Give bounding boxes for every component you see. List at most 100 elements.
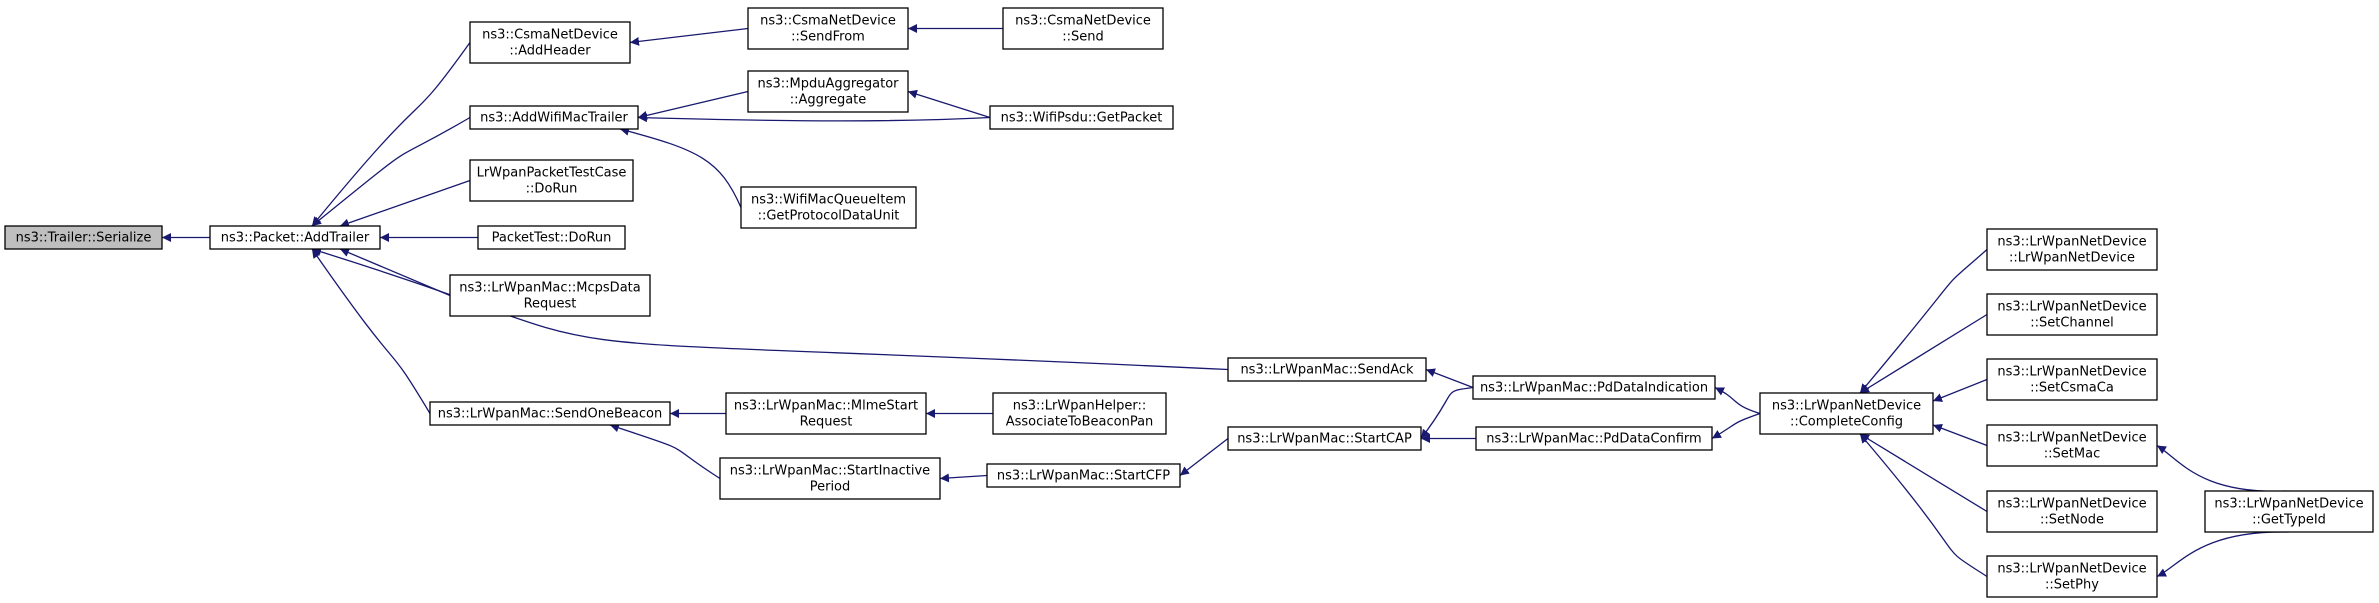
node-box	[469, 21, 631, 64]
node-box	[740, 186, 917, 229]
node-label: ::SendFrom	[791, 30, 865, 45]
node-label: ::SetNode	[2040, 513, 2104, 528]
node-setphy[interactable]: ns3::LrWpanNetDevice::SetPhy	[1986, 555, 2158, 598]
node-label: LrWpanPacketTestCase	[477, 166, 627, 181]
node-pddataconfirm[interactable]: ns3::LrWpanMac::PdDataConfirm	[1475, 426, 1713, 451]
node-label: ::Aggregate	[790, 93, 867, 108]
node-getprotocol[interactable]: ns3::WifiMacQueueItem::GetProtocolDataUn…	[740, 186, 917, 229]
node-gettypeid[interactable]: ns3::LrWpanNetDevice::GetTypeId	[2204, 490, 2374, 533]
edge-getpacket-to-aggregate	[907, 89, 991, 119]
node-label: ns3::LrWpanMac::StartInactive	[730, 464, 930, 479]
node-label: ::GetTypeId	[2252, 513, 2326, 528]
node-label: ns3::LrWpanMac::StartCFP	[997, 469, 1170, 484]
node-box	[1227, 426, 1422, 451]
node-label: ::GetProtocolDataUnit	[758, 209, 900, 224]
node-addwifimac[interactable]: ns3::AddWifiMacTrailer	[469, 105, 639, 130]
edge-getpacket-to-addwifimac	[637, 113, 991, 123]
node-addtrailer[interactable]: ns3::Packet::AddTrailer	[209, 225, 381, 250]
node-getpacket[interactable]: ns3::WifiPsdu::GetPacket	[989, 105, 1174, 130]
edge-arrow	[609, 423, 721, 480]
edge-arrow	[1859, 249, 1988, 394]
node-label: ns3::LrWpanNetDevice	[1997, 235, 2146, 250]
node-box	[4, 225, 163, 250]
node-label: ns3::LrWpanMac::MlmeStart	[734, 399, 918, 414]
edge-completeconfig-to-pddataconfirm	[1711, 412, 1761, 440]
edge-arrow	[619, 126, 742, 208]
edge-arrow	[1179, 437, 1229, 477]
edge-arrow	[1420, 386, 1474, 439]
edge-pddataind-to-startcap	[1420, 386, 1474, 439]
node-setmac[interactable]: ns3::LrWpanNetDevice::SetMac	[1986, 424, 2158, 467]
edge-layer	[162, 24, 2290, 578]
node-sendonebeacon[interactable]: ns3::LrWpanMac::SendOneBeacon	[429, 401, 671, 426]
node-startcfp[interactable]: ns3::LrWpanMac::StartCFP	[986, 463, 1181, 488]
edge-lrwpannetdevice-to-completeconfig	[1859, 249, 1988, 394]
edge-arrow	[311, 247, 1229, 371]
node-label: ns3::CsmaNetDevice	[1015, 14, 1151, 29]
edge-arrow	[1859, 433, 1988, 578]
node-box	[469, 159, 634, 202]
node-setchannel[interactable]: ns3::LrWpanNetDevice::SetChannel	[1986, 293, 2158, 336]
node-label: ::SetCsmaCa	[2030, 381, 2114, 396]
node-label: ::SetChannel	[2030, 316, 2113, 331]
edge-addwifimac-to-addtrailer	[311, 116, 471, 227]
node-label: ns3::LrWpanMac::PdDataConfirm	[1486, 432, 1701, 447]
node-send[interactable]: ns3::CsmaNetDevice::Send	[1002, 7, 1164, 50]
node-box	[1986, 358, 2158, 401]
edge-arrow	[939, 473, 988, 483]
node-sendfrom[interactable]: ns3::CsmaNetDevice::SendFrom	[747, 7, 909, 50]
node-label: ns3::LrWpanNetDevice	[1997, 497, 2146, 512]
node-packettest[interactable]: PacketTest::DoRun	[477, 225, 626, 250]
node-box	[1986, 228, 2158, 271]
edge-arrow	[1714, 386, 1761, 415]
node-box	[992, 392, 1167, 435]
edge-sendonebeacon-to-addtrailer	[311, 248, 431, 414]
node-sendack[interactable]: ns3::LrWpanMac::SendAck	[1227, 357, 1427, 382]
node-label: ns3::CsmaNetDevice	[760, 14, 896, 29]
node-serialize[interactable]: ns3::Trailer::Serialize	[4, 225, 163, 250]
node-label: PacketTest::DoRun	[492, 231, 612, 246]
edge-sendfrom-to-addheader	[629, 27, 749, 46]
node-label: ::Send	[1062, 30, 1104, 45]
edge-aggregate-to-addwifimac	[637, 90, 749, 120]
node-lrwpantest[interactable]: LrWpanPacketTestCase::DoRun	[469, 159, 634, 202]
node-box	[1475, 426, 1713, 451]
node-completeconfig[interactable]: ns3::LrWpanNetDevice::CompleteConfig	[1759, 392, 1934, 435]
node-aggregate[interactable]: ns3::MpduAggregator::Aggregate	[747, 70, 909, 113]
node-label: ::AddHeader	[509, 44, 591, 59]
node-box	[986, 463, 1181, 488]
node-label: ::LrWpanNetDevice	[2009, 251, 2135, 266]
node-label: ns3::LrWpanNetDevice	[2214, 497, 2363, 512]
node-pddataind[interactable]: ns3::LrWpanMac::PdDataIndication	[1472, 375, 1716, 400]
node-label: ns3::LrWpanMac::PdDataIndication	[1480, 381, 1708, 396]
node-setcsmaca[interactable]: ns3::LrWpanNetDevice::SetCsmaCa	[1986, 358, 2158, 401]
node-label: ns3::WifiPsdu::GetPacket	[1001, 111, 1163, 126]
edge-arrow	[637, 113, 991, 123]
node-startcap[interactable]: ns3::LrWpanMac::StartCAP	[1227, 426, 1422, 451]
node-label: AssociateToBeaconPan	[1006, 415, 1154, 430]
node-box	[209, 225, 381, 250]
node-label: ns3::LrWpanMac::SendAck	[1240, 363, 1414, 378]
node-label: ns3::LrWpanMac::McpsData	[459, 281, 640, 296]
node-associate[interactable]: ns3::LrWpanHelper::AssociateToBeaconPan	[992, 392, 1167, 435]
edge-arrow	[1859, 433, 1988, 513]
node-label: ns3::LrWpanNetDevice	[1997, 300, 2146, 315]
node-box	[989, 105, 1174, 130]
edge-arrow	[1932, 423, 1988, 447]
node-box	[1472, 375, 1716, 400]
node-label: ns3::Trailer::Serialize	[16, 231, 152, 246]
node-lrwpannetdevice[interactable]: ns3::LrWpanNetDevice::LrWpanNetDevice	[1986, 228, 2158, 271]
node-box	[2204, 490, 2374, 533]
node-label: ns3::LrWpanHelper::	[1013, 399, 1146, 414]
node-label: ns3::LrWpanNetDevice	[1997, 365, 2146, 380]
node-box	[1986, 424, 2158, 467]
node-addheader[interactable]: ns3::CsmaNetDevice::AddHeader	[469, 21, 631, 64]
node-box	[449, 274, 651, 317]
node-box	[747, 7, 909, 50]
node-label: ns3::Packet::AddTrailer	[221, 231, 370, 246]
edge-getprotocol-to-addwifimac	[619, 126, 742, 208]
node-setnode[interactable]: ns3::LrWpanNetDevice::SetNode	[1986, 490, 2158, 533]
